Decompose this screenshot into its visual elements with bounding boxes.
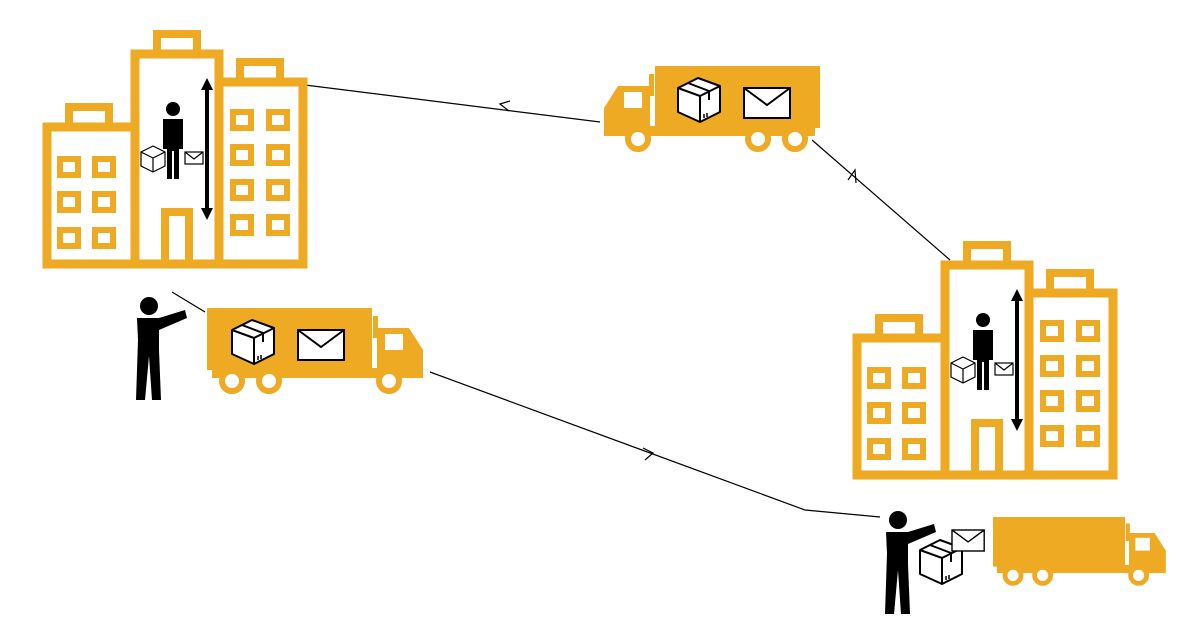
arrowhead-to-building-left	[498, 100, 511, 112]
edge-truck-top-to-building-left	[304, 84, 601, 123]
edge-building-left-to-truck-middle	[171, 291, 206, 313]
truck-top-envelope-icon	[743, 87, 791, 119]
arrowhead-to-bottom-right	[642, 447, 655, 461]
flow-lines	[171, 84, 951, 518]
building-right	[857, 245, 1113, 475]
arrowhead-to-truck-top	[847, 168, 857, 184]
truck-middle-package-icon	[231, 319, 275, 365]
truck-top-package-icon	[677, 77, 721, 123]
worker-right-envelope-icon	[951, 529, 985, 552]
truck-bottom-right	[993, 517, 1166, 583]
edge-truck-middle-to-truck-bottom	[429, 371, 881, 518]
building-left	[47, 34, 303, 264]
truck-middle-envelope-icon	[297, 329, 345, 361]
edge-building-right-to-truck-top	[811, 139, 951, 261]
worker-left	[136, 297, 187, 400]
